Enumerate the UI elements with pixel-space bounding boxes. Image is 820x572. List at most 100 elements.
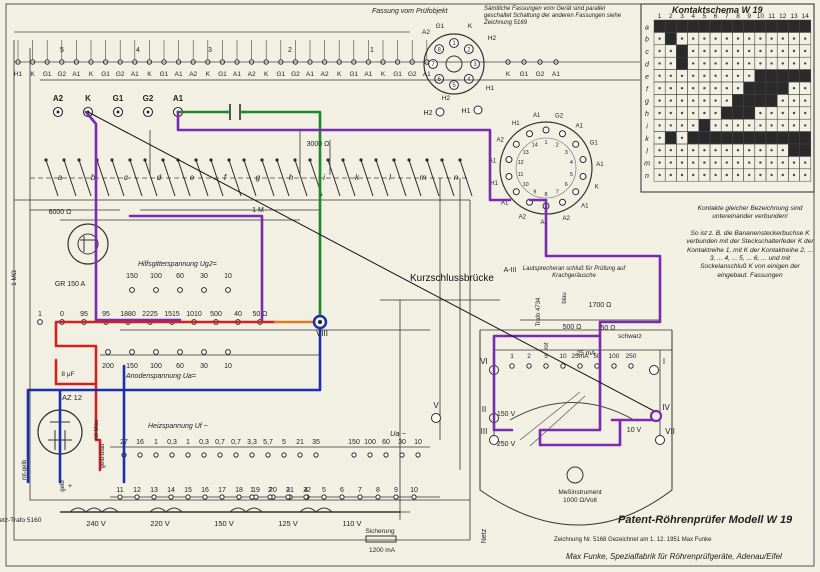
hilfsgitter-row-value: 95 [102, 311, 110, 318]
kontakt-cell [732, 106, 744, 120]
right-terminal-label: K [506, 71, 511, 78]
kontakt-cell [676, 19, 688, 33]
ua-number: 7 [358, 487, 362, 494]
wire-purple-2 [128, 214, 264, 322]
kontakt-col-6: 6 [714, 13, 718, 20]
label-r50: 50 Ω [601, 325, 616, 332]
hilfsgitter-value: 60 [176, 273, 184, 280]
kontakt-cell [788, 143, 800, 157]
meter-range: 5 [544, 353, 548, 360]
big-socket-label: A2 [497, 137, 505, 143]
heiz-value: 0,7 [215, 439, 225, 446]
hilfsgitter-row-value: 1880 [120, 311, 136, 318]
switch-c: c [124, 173, 128, 182]
kontakt-cell [687, 19, 700, 33]
kontakt-cell [765, 94, 778, 108]
meter-body [479, 330, 673, 526]
kontakt-row-e: e [645, 74, 649, 81]
switch-f: f [224, 173, 227, 182]
anoden-value: 200 [102, 363, 114, 370]
kontakt-col-5: 5 [703, 13, 707, 20]
fabrik-line: Max Funke, Spezialfabrik für Röhrenprüfg… [566, 552, 782, 561]
ua-value: 10 [414, 439, 422, 446]
meter-range: 25mA [572, 353, 590, 360]
right-terminal-label: A1 [552, 71, 560, 78]
meter-range: 100 [609, 353, 620, 360]
kontakt-cell [754, 131, 767, 145]
big-pin-10: 10 [523, 182, 529, 188]
big-pin-5: 5 [570, 172, 573, 178]
label-rot-blau: rot-blau [94, 420, 100, 440]
terminal-group-number: 4 [136, 47, 140, 54]
octal-label: A2 [422, 29, 430, 36]
switch-i: i [323, 173, 325, 182]
kontakt-cell [676, 44, 688, 58]
anoden-value: 100 [150, 363, 162, 370]
right-terminal-label: G2 [536, 71, 545, 78]
big-pin-14: 14 [532, 143, 538, 149]
ua-number: 10 [410, 487, 418, 494]
kontakt-cell [732, 131, 744, 145]
kontakt-cell [720, 19, 733, 33]
gr150-tube [67, 223, 109, 265]
hilfsgitter-row-value: 500 [210, 311, 222, 318]
h-socket-label: H1 [462, 108, 471, 115]
kontakt-cell [776, 19, 789, 33]
big-socket-label: G1 [590, 141, 599, 147]
kontakt-cell [720, 106, 733, 120]
top-terminal-label: A2 [248, 71, 256, 78]
hilfsgitter-row-value: 1515 [164, 311, 180, 318]
kontakt-note-p2: So ist z. B. die Bananensteckerbuchse K … [686, 229, 814, 279]
coupling-capacitor [224, 104, 246, 120]
label-rot-gelb: rot-gelb [22, 459, 28, 480]
big-socket-label: A2 [563, 216, 571, 222]
heiz-number: 13 [150, 487, 158, 494]
wiring-black [13, 40, 672, 541]
top-terminal-label: A2 [321, 71, 329, 78]
heiz-value: 5 [282, 439, 286, 446]
kontakt-cell [732, 94, 744, 108]
kontakt-cell [765, 131, 778, 145]
kontakt-col-10: 10 [757, 13, 765, 20]
meter-range: 10 [559, 353, 567, 360]
meter-range: 50 [593, 353, 601, 360]
kontakt-cell [799, 69, 812, 83]
anoden-value: 30 [200, 363, 208, 370]
hilfsgitter-value: 150 [126, 273, 138, 280]
kontakt-row-m: m [644, 161, 650, 168]
top-terminal-label: G2 [291, 71, 300, 78]
meter-range: 2 [527, 353, 531, 360]
kontakt-note-p1: Kontakte gleicher Bezeichnung sind unter… [697, 205, 803, 221]
meter-range: 1 [510, 353, 514, 360]
trafo-tap: 220 V [150, 519, 170, 528]
kontakt-cell [743, 19, 756, 33]
top-terminal-label: A1 [364, 71, 372, 78]
kontakt-row-d: d [645, 62, 650, 69]
heiz-number: 22 [303, 487, 311, 494]
banana-label-g1: G1 [113, 94, 124, 103]
octal-pin-5: 5 [452, 83, 456, 89]
switch-l: l [389, 173, 391, 182]
heiz-label: Heizspannung Uf ~ [148, 423, 208, 430]
kontakt-cell [664, 131, 677, 145]
label-sicherung-val: 1200 mA [369, 547, 396, 554]
big-socket-label: H1 [490, 181, 498, 187]
top-terminal-label: G2 [408, 71, 417, 78]
label-viii: VIII [316, 329, 328, 338]
octal-label: H2 [442, 95, 451, 102]
label-trafo: Trafo 4734 [536, 297, 542, 326]
label-az12: AZ 12 [62, 393, 82, 402]
model-title: Patent-Röhrenprüfer Modell W 19 [618, 514, 793, 526]
kontakt-col-12: 12 [779, 13, 787, 20]
big-socket-label: A1 [501, 201, 509, 207]
big-socket-label: A1 [596, 162, 604, 168]
label-r500: 500 Ω [563, 324, 582, 331]
top-terminal-label: A1 [175, 71, 183, 78]
big-pin-9: 9 [533, 189, 536, 195]
top-terminal-label: A1 [72, 71, 80, 78]
kontakt-cell [765, 19, 778, 33]
heiz-value: 3,3 [247, 439, 257, 446]
trafo-tap: 110 V [342, 519, 361, 528]
label-ma25: 25 mA [577, 350, 596, 357]
